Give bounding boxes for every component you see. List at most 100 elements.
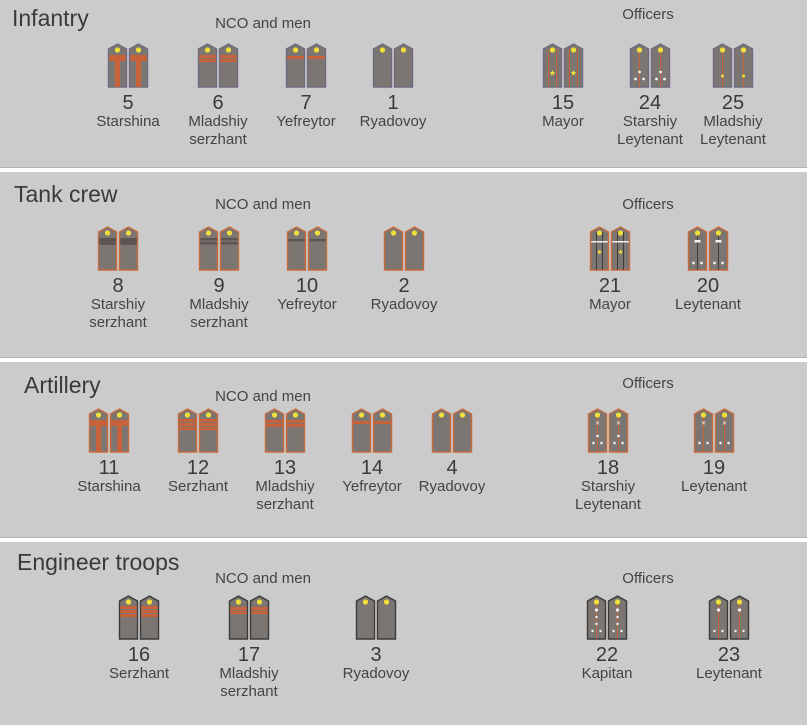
piping-line: [660, 49, 661, 87]
shoulder-boards-pair: [177, 408, 219, 453]
rank-stripe: [230, 611, 247, 614]
branch-emblem-icon: ✕: [701, 421, 706, 427]
button-icon: [411, 230, 418, 236]
rank-number: 18: [596, 457, 620, 479]
button-icon: [740, 47, 747, 53]
shoulder-board: [307, 226, 328, 271]
rank-star-icon: [570, 70, 577, 76]
rank-pip: [638, 70, 641, 74]
officers-group-label: Officers: [622, 6, 674, 23]
rank-number: 7: [300, 92, 312, 114]
rank-name: Starshiy: [90, 296, 146, 313]
rank-stripe: [287, 56, 304, 59]
button-icon: [657, 47, 664, 53]
rank-stripe: [200, 419, 217, 422]
button-icon: [617, 230, 624, 236]
shoulder-boards-pair: [431, 408, 473, 453]
rank-name: Serzhant: [108, 665, 170, 682]
button-icon: [596, 230, 603, 236]
shoulder-boards-pair: [355, 595, 397, 640]
rank-name: Yefreytor: [342, 478, 402, 495]
shoulder-board: [383, 226, 404, 271]
piping-line: [703, 414, 704, 452]
rank-number: 11: [98, 457, 120, 479]
rank-stripe: [220, 55, 237, 58]
rank-pip: [596, 434, 599, 438]
shoulder-board: [355, 595, 376, 640]
rank-stripe: [220, 59, 237, 62]
rank-pip: [742, 74, 745, 78]
button-icon: [314, 230, 321, 236]
button-icon: [95, 412, 102, 418]
shoulder-board: [404, 226, 425, 271]
rank-pip: [599, 629, 602, 633]
rank-stripe: [199, 55, 216, 58]
rank-name: Mladshiy: [255, 478, 315, 495]
piping-line: [556, 49, 557, 87]
button-icon: [114, 47, 121, 53]
rank-name: Mladshiy: [189, 296, 249, 313]
rank-number: 16: [127, 644, 151, 666]
shoulder-board: [589, 226, 610, 271]
rank-name: Starshiy: [622, 113, 678, 130]
rank-name: Mayor: [542, 113, 584, 130]
button-icon: [135, 47, 142, 53]
piping-line: [618, 414, 619, 452]
piping-line: [617, 601, 618, 639]
rank-stripe: [200, 427, 217, 430]
button-icon: [615, 412, 622, 418]
rank-stripe: [120, 614, 137, 617]
piping-line: [569, 49, 570, 87]
shoulder-boards-pair: [712, 43, 754, 88]
rank-name: Ryadovoy: [359, 113, 427, 130]
rank-stripe: [115, 61, 120, 87]
rank-pip: [721, 74, 724, 78]
shoulder-boards-pair: [97, 226, 139, 271]
rank-stripe: [353, 421, 370, 424]
shoulder-board: [197, 43, 218, 88]
rank-pip: [659, 70, 662, 74]
rank-pip: [592, 441, 595, 445]
shoulder-boards-pair: [197, 43, 239, 88]
button-icon: [459, 412, 466, 418]
rank-pip: [719, 441, 722, 445]
rank-name: Leytenant: [675, 296, 741, 313]
rank-star-icon: [618, 249, 623, 255]
button-icon: [205, 230, 212, 236]
rank-number: 19: [702, 457, 726, 479]
rank-number: 22: [595, 644, 619, 666]
button-icon: [700, 412, 707, 418]
button-icon: [293, 230, 300, 236]
piping-line: [548, 49, 549, 87]
rank-stripe: [374, 421, 391, 424]
button-icon: [225, 47, 232, 53]
shoulder-board: [610, 226, 631, 271]
rank-stripe: [99, 238, 116, 245]
rank-stripe: [200, 238, 217, 241]
rank-stripe: [309, 239, 326, 242]
shoulder-board: [286, 226, 307, 271]
shoulder-boards-pair: [285, 43, 327, 88]
piping-line: [617, 232, 618, 270]
rank-pip: [700, 261, 703, 265]
rank-number: 8: [112, 275, 124, 297]
branch-emblem-icon: ✕: [616, 421, 621, 427]
shoulder-board: [97, 226, 118, 271]
rank-name: Starshina: [96, 113, 160, 130]
button-icon: [721, 412, 728, 418]
rank-stripe: [96, 426, 101, 452]
button-icon: [570, 47, 577, 53]
rank-stripe: [266, 420, 283, 423]
